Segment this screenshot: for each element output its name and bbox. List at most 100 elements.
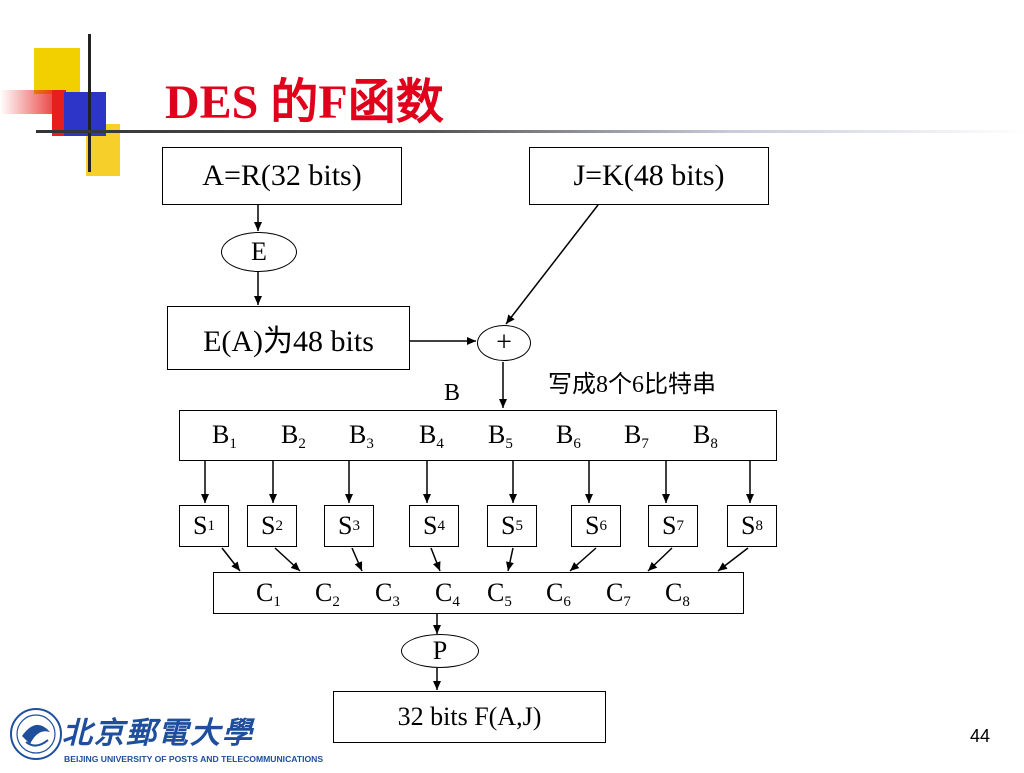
c_block-base: C [487, 578, 505, 607]
s_box-base: S [423, 511, 438, 540]
c_block-3: C3 [375, 578, 400, 611]
b_block-base: B [488, 420, 506, 449]
c_block-subscript: 1 [273, 594, 281, 610]
c_block-2: C2 [315, 578, 340, 611]
s_box-subscript: 8 [755, 517, 763, 534]
s_box-base: S [338, 511, 353, 540]
b-row [179, 410, 777, 461]
expanded-label: E(A)为48 bits [203, 325, 374, 358]
c-row [213, 572, 744, 614]
c_block-6: C6 [546, 578, 571, 611]
c_block-base: C [606, 578, 624, 607]
university-emblem-icon [10, 708, 62, 760]
b_block-subscript: 6 [573, 436, 581, 452]
b_block-6: B6 [556, 420, 581, 453]
c_block-subscript: 5 [504, 594, 512, 610]
b_block-5: B5 [488, 420, 513, 453]
b_block-base: B [281, 420, 299, 449]
xor-label: + [496, 327, 512, 358]
c_block-base: C [375, 578, 393, 607]
s_box-base: S [193, 511, 208, 540]
s_box-base: S [741, 511, 756, 540]
b_block-7: B7 [624, 420, 649, 453]
s_box-base: S [585, 511, 600, 540]
s_box-base: S [662, 511, 677, 540]
b_block-2: B2 [281, 420, 306, 453]
decor-vertical-line [88, 34, 91, 172]
b_block-base: B [693, 420, 711, 449]
b_block-subscript: 5 [505, 436, 513, 452]
permutation-node: P [401, 634, 479, 668]
c_block-7: C7 [606, 578, 631, 611]
b_block-base: B [556, 420, 574, 449]
s_box-subscript: 6 [599, 517, 607, 534]
c_block-subscript: 6 [563, 594, 571, 610]
split-note: 写成8个6比特串 [548, 372, 716, 398]
b_block-8: B8 [693, 420, 718, 453]
expanded-box: E(A)为48 bits [167, 306, 410, 370]
input-j-box: J=K(48 bits) [529, 147, 769, 205]
c_block-subscript: 7 [623, 594, 631, 610]
c_block-4: C4 [435, 578, 460, 611]
university-name-english: BEIJING UNIVERSITY OF POSTS AND TELECOMM… [64, 754, 324, 764]
b_block-base: B [212, 420, 230, 449]
b_block-base: B [419, 420, 437, 449]
c_block-base: C [435, 578, 453, 607]
input-a-box: A=R(32 bits) [162, 147, 402, 205]
c_block-base: C [546, 578, 564, 607]
b_block-base: B [349, 420, 367, 449]
b_block-subscript: 3 [366, 436, 374, 452]
input-j-label: J=K(48 bits) [573, 159, 725, 192]
s_box-subscript: 5 [515, 517, 523, 534]
expansion-node: E [221, 232, 297, 272]
c_block-subscript: 8 [682, 594, 690, 610]
b_block-base: B [624, 420, 642, 449]
decor-yellow-square [34, 48, 80, 94]
c_block-base: C [665, 578, 683, 607]
c_block-5: C5 [487, 578, 512, 611]
b_block-subscript: 4 [436, 436, 444, 452]
page-number: 44 [969, 726, 990, 746]
university-logo: 北京郵電大學 BEIJING UNIVERSITY OF POSTS AND T… [6, 706, 326, 768]
b-label: B [444, 380, 461, 406]
c_block-base: C [315, 578, 333, 607]
c_block-base: C [256, 578, 274, 607]
b_block-subscript: 8 [710, 436, 718, 452]
b_block-subscript: 1 [229, 436, 237, 452]
s_box-base: S [501, 511, 516, 540]
input-a-label: A=R(32 bits) [202, 159, 362, 192]
output-box: 32 bits F(A,J) [333, 691, 606, 743]
permutation-label: P [432, 636, 448, 665]
s_box-subscript: 2 [275, 517, 283, 534]
arrow-j-to-xor [505, 204, 599, 325]
b_block-subscript: 7 [641, 436, 649, 452]
s_box-subscript: 4 [437, 517, 445, 534]
b_block-4: B4 [419, 420, 444, 453]
c_block-subscript: 2 [332, 594, 340, 610]
title-underline [36, 130, 1024, 133]
b_block-subscript: 2 [298, 436, 306, 452]
s_box-subscript: 7 [676, 517, 684, 534]
university-name-chinese: 北京郵電大學 [62, 716, 254, 751]
b_block-1: B1 [212, 420, 237, 453]
c_block-1: C1 [256, 578, 281, 611]
b_block-3: B3 [349, 420, 374, 453]
decor-red-square [52, 90, 64, 136]
expansion-label: E [251, 237, 267, 266]
c_block-8: C8 [665, 578, 690, 611]
s_box-subscript: 1 [207, 517, 215, 534]
output-label: 32 bits F(A,J) [397, 702, 542, 731]
s_box-base: S [261, 511, 276, 540]
decor-blue-square [62, 92, 106, 136]
c_block-subscript: 4 [452, 594, 460, 610]
s_box-subscript: 3 [352, 517, 360, 534]
